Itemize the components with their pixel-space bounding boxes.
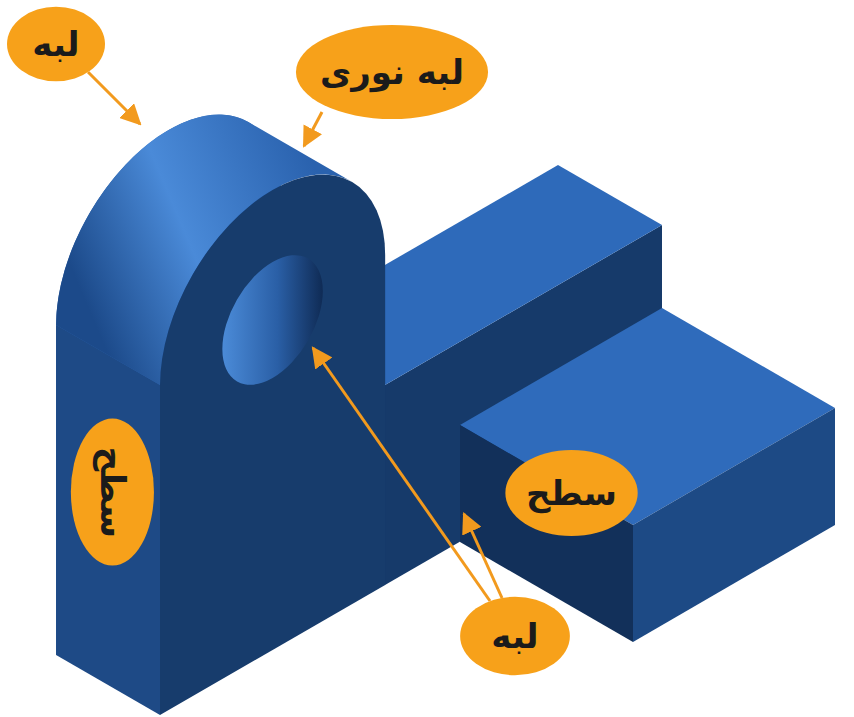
label-ellipse: سطح bbox=[70, 417, 155, 567]
ellipse-fill bbox=[71, 419, 154, 566]
leader-line bbox=[313, 348, 490, 601]
label-ellipse: سطح bbox=[504, 449, 639, 537]
lug-hole bbox=[222, 233, 322, 407]
label-text: لبه نوری bbox=[320, 52, 464, 93]
ellipse-fill bbox=[505, 450, 637, 536]
leader-line bbox=[88, 72, 140, 124]
label-ellipse: لبه نوری bbox=[294, 24, 490, 120]
lug bbox=[56, 5, 385, 717]
lug-front-face bbox=[160, 125, 385, 715]
label-text: سطح bbox=[92, 446, 133, 537]
lower-step-end-face bbox=[633, 408, 835, 642]
leader-line bbox=[304, 112, 322, 146]
ellipse-fill bbox=[460, 597, 570, 675]
ellipse-fill bbox=[296, 25, 488, 119]
label-ellipse: لبه bbox=[459, 596, 571, 676]
label-text: لبه bbox=[491, 616, 538, 657]
label-ellipse: لبه bbox=[6, 6, 106, 82]
label-text: سطح bbox=[526, 473, 617, 514]
leader-line bbox=[464, 514, 502, 598]
label-text: لبه bbox=[32, 24, 79, 65]
ellipse-fill bbox=[7, 7, 105, 81]
